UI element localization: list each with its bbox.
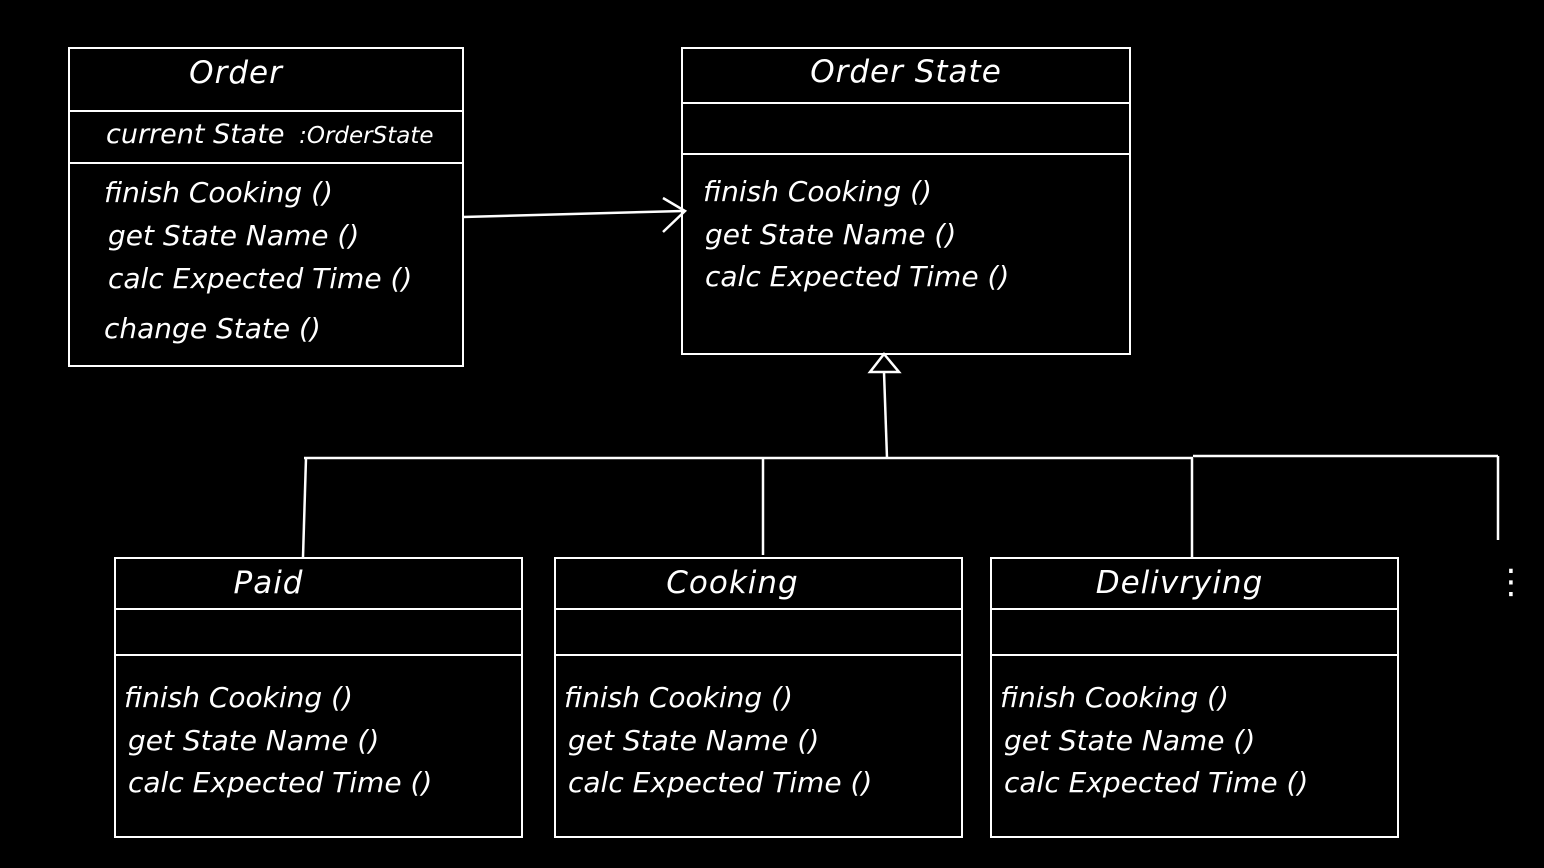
branch-paid — [301, 457, 308, 558]
operation: finish Cooking () — [104, 176, 333, 209]
operation: calc Expected Time () — [1004, 766, 1309, 799]
operation: calc Expected Time () — [108, 262, 413, 295]
class-delivrying-divider-2 — [990, 654, 1399, 656]
class-delivrying-name: Delivrying — [1095, 565, 1264, 601]
inheritance-trunk — [882, 371, 889, 459]
class-paid-divider-1 — [114, 608, 523, 610]
association-arrowhead — [662, 196, 688, 233]
operation: finish Cooking () — [1000, 681, 1229, 714]
operation: get State Name () — [108, 219, 360, 252]
operation: get State Name () — [568, 724, 820, 757]
class-cooking: Cooking finish Cooking () get State Name… — [554, 557, 963, 838]
class-delivrying: Delivrying finish Cooking () get State N… — [990, 557, 1399, 838]
operation: get State Name () — [1004, 724, 1256, 757]
more-subclasses-ellipsis: ⋮ — [1494, 562, 1528, 602]
operation: calc Expected Time () — [568, 766, 873, 799]
class-paid-name: Paid — [233, 565, 304, 601]
class-order-state-divider-2 — [681, 153, 1131, 155]
class-paid-divider-2 — [114, 654, 523, 656]
class-cooking-name: Cooking — [666, 565, 799, 601]
attribute-type: :OrderState — [299, 123, 434, 149]
attribute-name: current State — [106, 119, 285, 150]
class-paid: Paid finish Cooking () get State Name ()… — [114, 557, 523, 838]
class-order-divider-2 — [68, 162, 464, 164]
class-order-state-divider-1 — [681, 102, 1131, 104]
operation: calc Expected Time () — [128, 766, 433, 799]
class-order-state-name: Order State — [810, 54, 1002, 90]
class-order-name: Order — [189, 55, 283, 91]
inheritance-triangle — [867, 352, 902, 374]
class-cooking-divider-1 — [554, 608, 963, 610]
class-delivrying-divider-1 — [990, 608, 1399, 610]
class-order-divider-1 — [68, 110, 464, 112]
operation: calc Expected Time () — [705, 260, 1010, 293]
operation: finish Cooking () — [564, 681, 793, 714]
class-order: Order current State :OrderState finish C… — [68, 47, 464, 367]
operation: finish Cooking () — [703, 175, 932, 208]
operation: get State Name () — [705, 218, 957, 251]
association-line — [462, 209, 684, 219]
class-order-attribute: current State :OrderState — [106, 119, 434, 150]
class-cooking-divider-2 — [554, 654, 963, 656]
operation: finish Cooking () — [124, 681, 353, 714]
class-order-state: Order State finish Cooking () get State … — [681, 47, 1131, 355]
operation: change State () — [104, 312, 321, 345]
operation: get State Name () — [128, 724, 380, 757]
